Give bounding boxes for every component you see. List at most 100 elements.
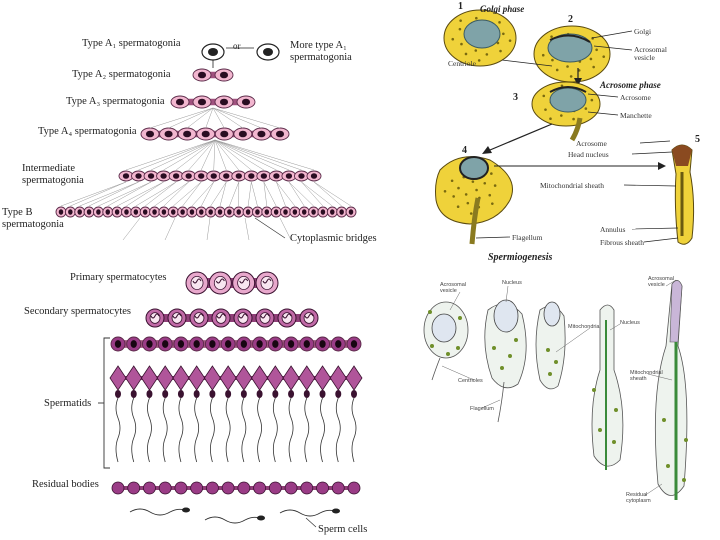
rb-tail-b <box>497 381 505 423</box>
fan-line <box>214 139 277 171</box>
rb-mito <box>456 346 460 350</box>
type-a4-nucleus <box>201 130 210 138</box>
primary-spermatocyte-chromatin <box>192 278 202 284</box>
label-flagellum-lb: Flagellum <box>470 406 494 412</box>
intermediate-nucleus <box>122 173 130 179</box>
fan-line <box>163 181 189 207</box>
label-secondary-spermatocytes: Secondary spermatocytes <box>24 306 132 317</box>
fan-line <box>122 217 141 241</box>
residual-body <box>347 481 361 495</box>
rb-mito <box>428 310 432 314</box>
spermatid-head <box>130 390 137 398</box>
type-a4-nucleus <box>238 130 247 138</box>
fan-line <box>214 139 302 171</box>
label-nucleus2-lb: Nucleus <box>620 320 640 326</box>
rb-mito <box>430 344 434 348</box>
type-a3-nucleus <box>197 98 207 106</box>
fan-line <box>125 139 216 171</box>
early-spermatid-nucleus <box>146 340 153 348</box>
fan-line <box>251 181 258 207</box>
more-a1-nucleus <box>263 48 273 56</box>
fan-line <box>212 107 225 129</box>
cell-granule <box>464 52 468 56</box>
spermatid-head <box>288 390 295 398</box>
spermatid-tail <box>147 397 152 463</box>
pointer <box>643 237 679 243</box>
cell-granule <box>550 35 553 38</box>
spermatid-tail <box>257 397 262 463</box>
tail-3 <box>569 117 583 142</box>
fan-line <box>117 181 164 207</box>
residual-body <box>300 481 314 495</box>
type-a4-nucleus <box>145 130 155 138</box>
cell-granule <box>569 75 573 78</box>
fan-line <box>88 181 139 207</box>
fan-line <box>313 181 352 207</box>
secondary-spermatocyte-chromatin <box>172 313 182 319</box>
spermiogenesis-line-drawing <box>423 279 688 500</box>
late-spermatid <box>156 365 174 391</box>
type-a3-nucleus <box>175 98 185 106</box>
secondary-spermatocyte-chromatin <box>216 313 226 319</box>
rb-mito <box>546 348 550 352</box>
label-flagellum: Flagellum <box>512 233 543 242</box>
rb-mito <box>508 354 512 358</box>
fan-line <box>244 217 250 241</box>
fan-line <box>214 139 264 171</box>
residual-body <box>158 481 172 495</box>
residual-body <box>237 481 251 495</box>
cell-granule <box>457 186 460 190</box>
pointer <box>623 184 677 187</box>
cell-granule <box>452 195 455 198</box>
type-b-nucleus <box>301 209 307 215</box>
fan-line <box>276 181 296 207</box>
label-acrosome-stage5: Acrosome <box>576 139 607 148</box>
type-a1-nucleus <box>208 48 218 56</box>
arrow-line <box>489 123 553 151</box>
type-b-nucleus <box>68 209 73 215</box>
fan-line <box>173 181 202 207</box>
residual-body <box>221 481 235 495</box>
cell-4 <box>435 156 513 225</box>
late-spermatid <box>188 365 206 391</box>
cell-granule <box>456 205 460 209</box>
label-fibrous-sheath: Fibrous sheath <box>600 238 644 247</box>
fan-line <box>301 181 324 207</box>
type-b-nucleus <box>189 209 195 215</box>
spermatid-tail <box>162 397 168 463</box>
fan-line <box>98 181 152 207</box>
fan-line <box>229 181 240 207</box>
sperm-pointer <box>305 517 317 528</box>
cell-granule <box>589 57 593 61</box>
cell-granule <box>469 212 473 215</box>
nucleus-4 <box>459 156 489 180</box>
fan-line <box>214 139 315 171</box>
intermediate-nucleus <box>235 173 242 179</box>
sperm-tail <box>204 516 260 524</box>
late-spermatid <box>251 365 269 391</box>
fan-line <box>288 181 314 207</box>
fan-line <box>206 217 211 241</box>
label-or: or <box>233 41 241 51</box>
cell-granule <box>490 172 493 175</box>
residual-body <box>111 481 125 495</box>
rb-mito <box>682 478 686 482</box>
rb-mito <box>612 440 616 444</box>
fan-line <box>200 139 216 171</box>
cell-granule <box>443 189 447 193</box>
spermatid-tail <box>225 397 231 463</box>
fan-line <box>188 139 216 171</box>
late-spermatid <box>172 365 190 391</box>
fan-line <box>214 139 252 171</box>
pointer <box>555 327 591 353</box>
stage-number-3: 3 <box>513 92 518 103</box>
label-spermatids: Spermatids <box>44 398 92 409</box>
cell-granule <box>485 53 489 56</box>
spermatid-tail <box>351 397 357 463</box>
acrosomal-vesicle-2 <box>549 34 591 43</box>
type-b-nucleus <box>283 209 288 215</box>
bridges-pointer <box>254 217 286 239</box>
